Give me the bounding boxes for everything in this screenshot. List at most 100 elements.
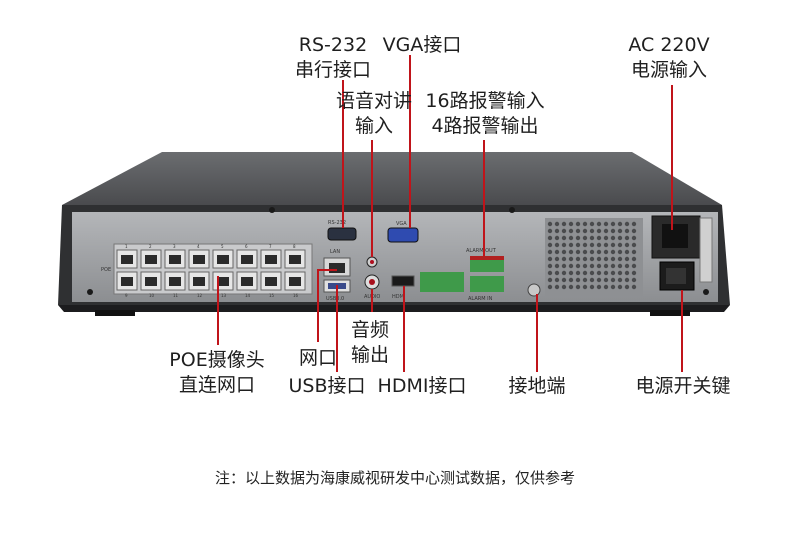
poe-port-number: 10 [149, 293, 155, 298]
fan-hole [568, 263, 574, 269]
poe-port-number: 8 [293, 244, 296, 249]
fan-hole [631, 221, 637, 227]
poe-port-socket [217, 255, 229, 264]
fan-hole [554, 221, 560, 227]
fan-hole [568, 249, 574, 255]
print-alarm-out: ALARM OUT [466, 248, 497, 254]
fan-hole [561, 221, 567, 227]
fan-hole [589, 284, 595, 290]
poe-port-number: 9 [125, 293, 128, 298]
fan-hole [624, 270, 630, 276]
label-poe-ports: POE摄像头 直连网口 [169, 349, 265, 396]
fan-hole [554, 249, 560, 255]
fan-hole [610, 256, 616, 262]
fan-hole [561, 242, 567, 248]
fan-hole [617, 249, 623, 255]
poe-port-socket [265, 255, 277, 264]
fan-hole [554, 270, 560, 276]
fan-hole [610, 242, 616, 248]
fan-hole [617, 228, 623, 234]
fan-hole [582, 284, 588, 290]
fan-hole [603, 256, 609, 262]
label-lan: 网口 [298, 347, 337, 369]
poe-port-number: 4 [197, 244, 200, 249]
fan-hole [617, 256, 623, 262]
fan-hole [547, 256, 553, 262]
poe-port-socket [145, 255, 157, 264]
fan-hole [561, 263, 567, 269]
fan-grille [545, 218, 643, 296]
fan-hole [603, 235, 609, 241]
fan-hole [624, 263, 630, 269]
fan-hole [596, 242, 602, 248]
poe-port-number: 13 [221, 293, 227, 298]
fan-hole [596, 221, 602, 227]
fan-hole [624, 284, 630, 290]
fan-hole [596, 256, 602, 262]
fan-hole [631, 270, 637, 276]
poe-port-socket [265, 277, 277, 286]
fan-hole [582, 263, 588, 269]
fan-hole [596, 235, 602, 241]
fan-hole [582, 277, 588, 283]
poe-port-socket [241, 255, 253, 264]
fan-hole [554, 228, 560, 234]
foot-right [650, 310, 690, 316]
poe-port-number: 16 [293, 293, 299, 298]
fan-hole [589, 277, 595, 283]
fan-hole [547, 228, 553, 234]
fan-hole [624, 249, 630, 255]
fan-hole [610, 270, 616, 276]
fan-hole [554, 284, 560, 290]
fan-hole [554, 263, 560, 269]
fan-hole [568, 277, 574, 283]
fan-hole [568, 228, 574, 234]
fan-hole [624, 277, 630, 283]
label-alarm-io: 16路报警输入 4路报警输出 [425, 90, 545, 137]
label-ac-input: AC 220V 电源输入 [628, 34, 710, 81]
fan-hole [624, 235, 630, 241]
leader-lan [317, 269, 337, 342]
fan-hole [603, 242, 609, 248]
fan-hole [547, 249, 553, 255]
fan-hole [554, 242, 560, 248]
fan-hole [617, 235, 623, 241]
poe-port-socket [121, 277, 133, 286]
fan-hole [631, 242, 637, 248]
fan-hole [603, 277, 609, 283]
fan-hole [610, 284, 616, 290]
fan-hole [582, 256, 588, 262]
poe-port-socket [169, 277, 181, 286]
poe-port-socket [193, 277, 205, 286]
print-usb: USB3.0 [326, 296, 344, 302]
fan-hole [631, 249, 637, 255]
fan-hole [589, 263, 595, 269]
fan-hole [631, 284, 637, 290]
fan-hole [561, 284, 567, 290]
footnote: 注：以上数据为海康威视研发中心测试数据，仅供参考 [214, 469, 575, 487]
fan-hole [617, 263, 623, 269]
fan-hole [603, 263, 609, 269]
poe-port-socket [193, 255, 205, 264]
fan-hole [554, 235, 560, 241]
fan-hole [554, 277, 560, 283]
fan-hole [596, 263, 602, 269]
fan-hole [547, 284, 553, 290]
fan-hole [582, 235, 588, 241]
fan-hole [561, 228, 567, 234]
fan-hole [568, 256, 574, 262]
fan-hole [603, 270, 609, 276]
fan-hole [631, 235, 637, 241]
fan-hole [589, 228, 595, 234]
fan-hole [568, 221, 574, 227]
fan-hole [547, 221, 553, 227]
print-rs232: RS-232 [328, 220, 346, 226]
fan-hole [547, 277, 553, 283]
poe-port-socket [121, 255, 133, 264]
fan-hole [631, 228, 637, 234]
fan-hole [582, 270, 588, 276]
alarm-terminal-block [420, 256, 504, 292]
fan-hole [624, 221, 630, 227]
poe-port-socket [241, 277, 253, 286]
fan-hole [547, 242, 553, 248]
